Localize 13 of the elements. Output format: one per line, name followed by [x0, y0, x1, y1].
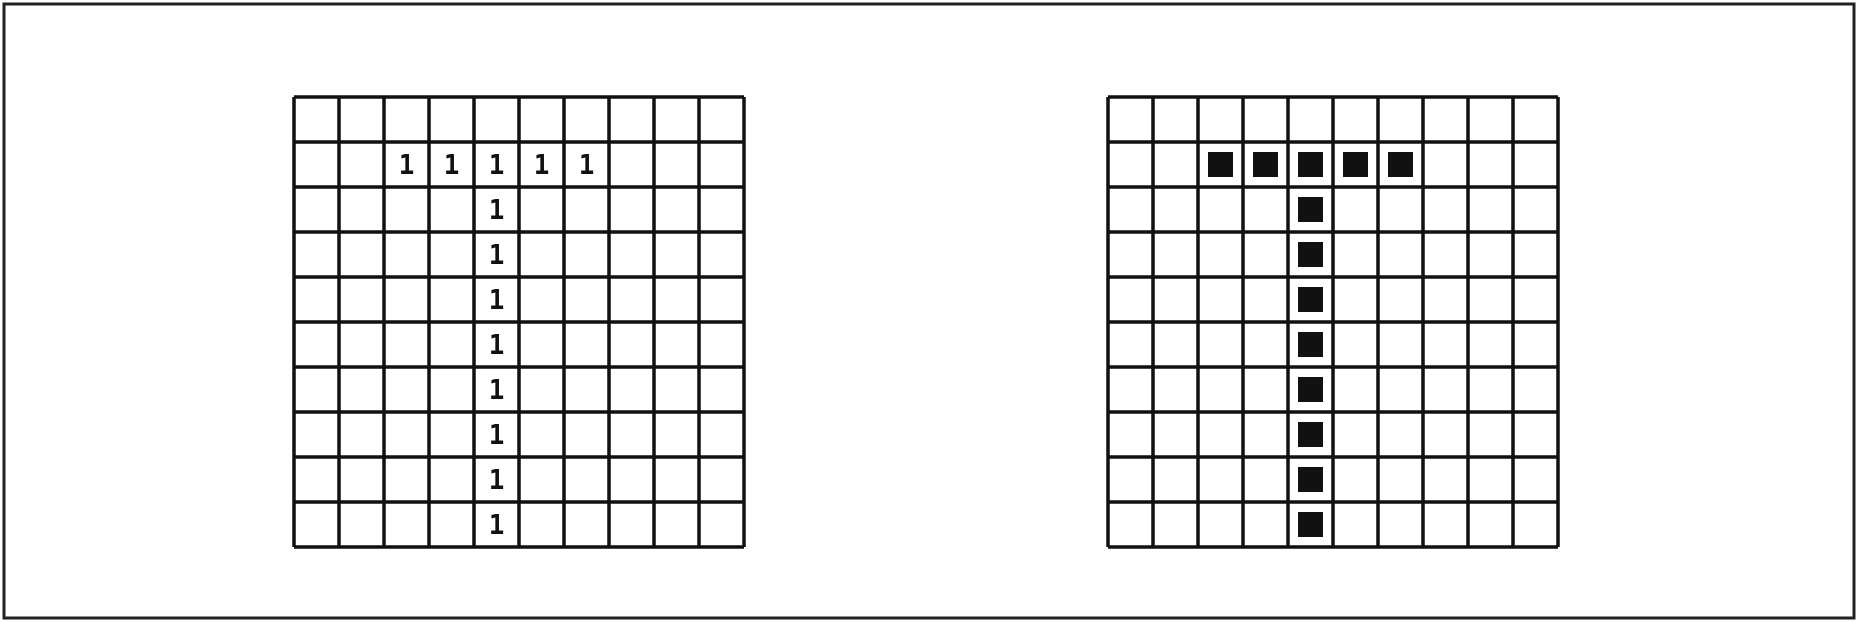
cell-value: 1	[488, 285, 505, 315]
cell-value: 1	[488, 150, 505, 180]
cell-value: 1	[488, 420, 505, 450]
cell-value: 1	[398, 150, 415, 180]
cell-value: 1	[488, 510, 505, 540]
cell-value: 1	[488, 375, 505, 405]
cell-value: 1	[488, 195, 505, 225]
cell-value: 1	[488, 240, 505, 270]
cell-value: 1	[578, 150, 595, 180]
cell-value: 1	[488, 330, 505, 360]
cell-value: 1	[443, 150, 460, 180]
cell-value: 1	[533, 150, 550, 180]
cell-value: 1	[488, 465, 505, 495]
